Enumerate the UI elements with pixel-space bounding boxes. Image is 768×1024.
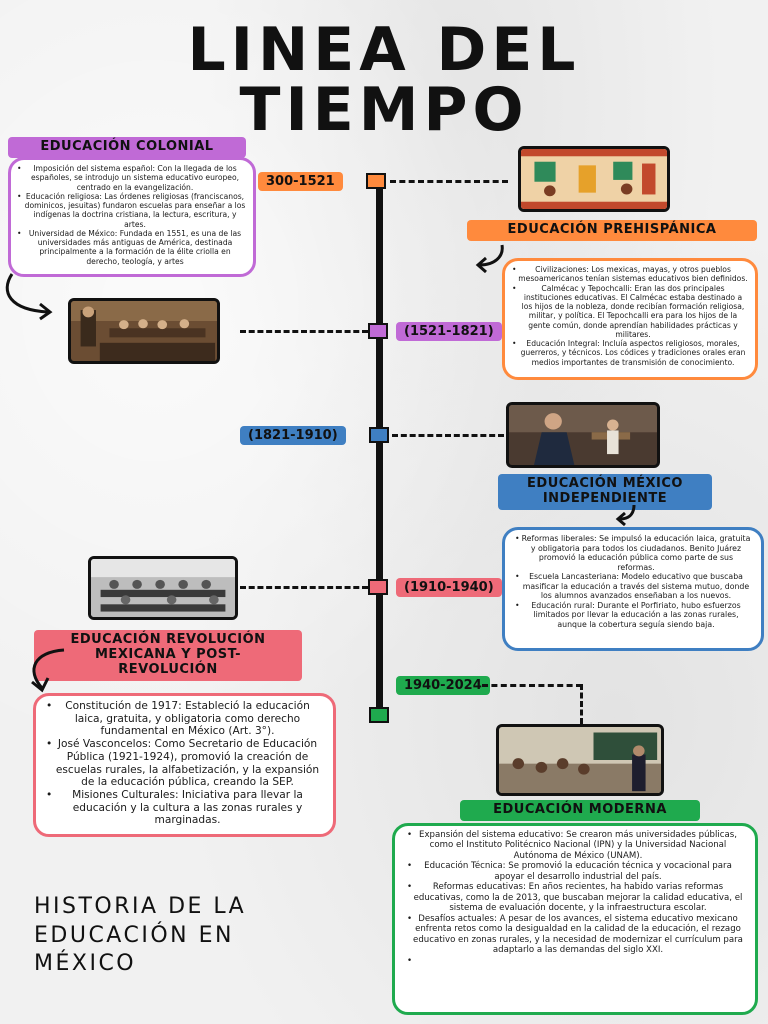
list-item: Reformas liberales: Se impulsó la educac… <box>515 534 751 572</box>
curved-arrow-icon <box>20 648 70 696</box>
section-label-line: MEXICANA Y POST- <box>95 646 241 662</box>
connector-dash-4 <box>240 586 368 589</box>
photo-colonial-classroom <box>68 298 220 364</box>
subtitle: HISTORIA DE LA EDUCACIÓN EN MÉXICO <box>34 893 246 979</box>
page-title-line-1: LINEA DEL <box>187 15 581 85</box>
connector-dash-5 <box>482 684 582 687</box>
list-item: Misiones Culturales: Iniciativa para lle… <box>46 789 323 827</box>
date-label-prehispanica: 300-1521 <box>258 172 343 191</box>
content-box-independiente: Reformas liberales: Se impulsó la educac… <box>502 527 764 651</box>
section-label-independiente: EDUCACIÓN MÉXICO INDEPENDIENTE <box>498 474 712 510</box>
connector-dash-1 <box>390 180 508 183</box>
timeline-node-colonial <box>368 323 388 339</box>
timeline-node-moderna <box>369 707 389 723</box>
section-label-revolucion: EDUCACIÓN REVOLUCIÓN MEXICANA Y POST- RE… <box>34 630 302 681</box>
list-item: Constitución de 1917: Estableció la educ… <box>46 700 323 738</box>
timeline-node-prehispanica <box>366 173 386 189</box>
list-item: Imposición del sistema español: Con la l… <box>17 164 247 192</box>
section-label-line: INDEPENDIENTE <box>542 490 668 506</box>
date-label-moderna: 1940-2024 <box>396 676 490 695</box>
section-label-line: REVOLUCIÓN <box>118 661 218 677</box>
list-item: Civilizaciones: Los mexicas, mayas, y ot… <box>512 265 748 284</box>
curved-arrow-icon <box>470 243 510 273</box>
section-label-prehispanica: EDUCACIÓN PREHISPÁNICA <box>467 220 757 241</box>
content-box-revolucion: Constitución de 1917: Estableció la educ… <box>33 693 336 837</box>
content-box-colonial: Imposición del sistema español: Con la l… <box>8 157 256 277</box>
list-item: Educación religiosa: Las órdenes religio… <box>17 192 247 229</box>
list-item: Desafíos actuales: A pesar de los avance… <box>407 914 743 956</box>
section-label-line: EDUCACIÓN REVOLUCIÓN <box>70 632 266 647</box>
list-item: Educación Técnica: Se promovió la educac… <box>407 861 743 882</box>
list-item: Reformas educativas: En años recientes, … <box>407 882 743 913</box>
list-item: Educación Integral: Incluía aspectos rel… <box>512 339 748 367</box>
date-label-independiente: (1821-1910) <box>240 426 346 445</box>
section-label-colonial: EDUCACIÓN COLONIAL <box>8 137 246 158</box>
connector-vdash-5 <box>580 684 583 724</box>
page-title-line-2: TIEMPO <box>239 75 529 145</box>
subtitle-line: EDUCACIÓN EN <box>34 922 234 948</box>
list-item: Expansión del sistema educativo: Se crea… <box>407 830 743 861</box>
content-box-prehispanica: Civilizaciones: Los mexicas, mayas, y ot… <box>502 258 758 380</box>
photo-prehispanic-codex <box>518 146 670 212</box>
list-item: Educación rural: Durante el Porfiriato, … <box>515 601 751 630</box>
subtitle-line: HISTORIA DE LA <box>34 894 247 919</box>
photo-revolution-classroom <box>88 556 238 620</box>
subtitle-line: MÉXICO <box>34 951 137 977</box>
photo-independent-teacher <box>506 402 660 468</box>
section-label-line: EDUCACIÓN MÉXICO <box>527 476 683 491</box>
curved-arrow-icon <box>610 503 640 527</box>
curved-arrow-icon <box>2 272 58 322</box>
timeline-spine <box>376 180 383 720</box>
photo-modern-classroom <box>496 724 664 796</box>
date-label-colonial: (1521-1821) <box>396 322 502 341</box>
list-item: Calmécac y Tepochcalli: Eran las dos pri… <box>512 284 748 340</box>
list-item: Escuela Lancasteriana: Modelo educativo … <box>515 572 751 601</box>
content-box-moderna: Expansión del sistema educativo: Se crea… <box>392 823 758 1015</box>
section-label-moderna: EDUCACIÓN MODERNA <box>460 800 700 821</box>
connector-dash-3 <box>392 434 504 437</box>
list-item: Universidad de México: Fundada en 1551, … <box>17 229 247 266</box>
timeline-node-revolucion <box>368 579 388 595</box>
date-label-revolucion: (1910-1940) <box>396 578 502 597</box>
timeline-node-independiente <box>369 427 389 443</box>
connector-dash-2 <box>240 330 368 333</box>
list-item: José Vasconcelos: Como Secretario de Edu… <box>46 738 323 789</box>
